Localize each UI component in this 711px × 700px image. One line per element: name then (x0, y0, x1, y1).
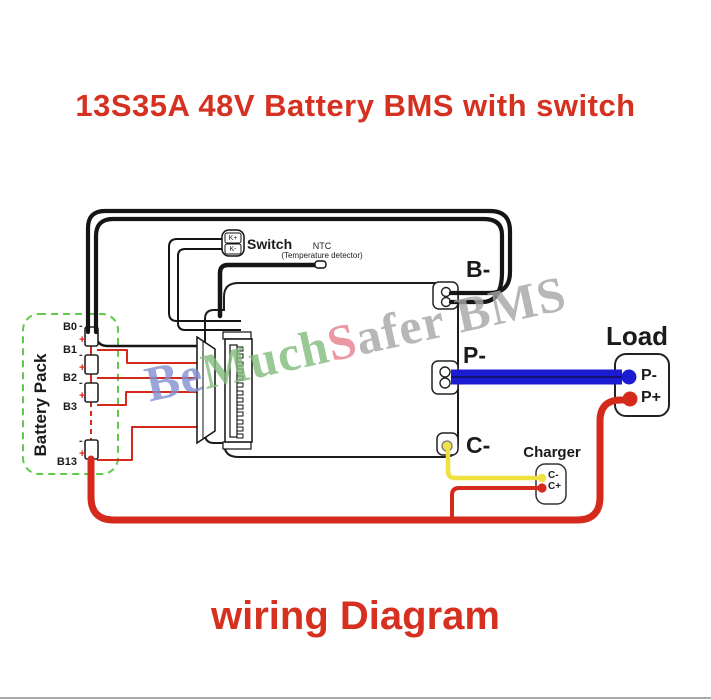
cell-label-b2: B2 (62, 372, 77, 384)
pin-connector (222, 331, 253, 450)
switch-wires (168, 238, 241, 331)
charger-label: Charger (523, 444, 581, 461)
load-p-minus-dot (621, 369, 637, 385)
footer-title: wiring Diagram (211, 594, 500, 638)
balance-wire-b13 (97, 426, 201, 461)
balance-wire-b1 (97, 349, 201, 364)
p-minus-hole-1 (439, 366, 451, 378)
charger-plus-branch (450, 486, 542, 522)
cell2-plus-mark: + (79, 362, 86, 374)
switch-kplus-label: K+ (228, 235, 238, 242)
charger-c-plus-label: C+ (548, 481, 562, 492)
balance-wire-b3 (97, 391, 201, 406)
balance-wire-b0 (94, 333, 201, 348)
load-p-plus-dot (622, 391, 638, 407)
charge-wire (445, 448, 542, 481)
cell3-plus-mark: + (79, 390, 86, 402)
load-label: Load (605, 321, 669, 351)
switch-kminus-terminal (224, 243, 242, 255)
switch-kplus-terminal (224, 232, 242, 244)
load-p-plus-label: P+ (641, 389, 662, 406)
b-minus-wire-outer (85, 208, 513, 335)
charger-c-plus-dot (537, 483, 547, 493)
bms-board (204, 281, 459, 458)
cell-label-b13: B13 (56, 456, 77, 468)
switch-kminus-label: K- (229, 246, 237, 253)
b-minus-wire-inner (93, 216, 505, 335)
charger-c-minus-dot (537, 473, 547, 483)
balance-wires (97, 349, 201, 461)
cell2-minus-mark: - (79, 349, 83, 361)
battery-cells (84, 326, 99, 460)
p-minus-label: P- (463, 342, 486, 368)
bms-board-body (204, 282, 459, 458)
page-title: 13S35A 48V Battery BMS with switch (75, 88, 636, 123)
p-minus-hole-2 (439, 377, 451, 389)
b-minus-label: B- (466, 256, 491, 282)
cell-label-b3: B3 (62, 401, 77, 413)
ntc-sublabel: (Temperature detector) (281, 251, 363, 260)
harness-plug (196, 335, 216, 445)
battery-pack-label: Battery Pack (31, 353, 50, 457)
b-minus-wires (85, 208, 513, 335)
connector-pins (236, 346, 244, 439)
load-p-minus-label: P- (641, 367, 657, 384)
switch-wire-kminus (177, 248, 241, 331)
charger-box (535, 463, 567, 505)
cell4-minus-mark: - (79, 435, 83, 447)
cell1-minus-mark: - (79, 320, 83, 332)
switch-body (221, 229, 245, 257)
cell-3 (84, 382, 99, 403)
cell3-minus-mark: - (79, 377, 83, 389)
cell4-plus-mark: + (79, 448, 86, 460)
cell1-plus-mark: + (79, 334, 86, 346)
c-minus-pad (436, 432, 459, 456)
ntc-sensor-tip (314, 260, 327, 269)
cell-label-b1: B1 (62, 344, 77, 356)
cell-2 (84, 354, 99, 375)
p-plus-wire (87, 396, 632, 524)
bottom-divider (0, 697, 711, 699)
switch-wire-kplus (168, 238, 241, 322)
switch-label: Switch (247, 236, 293, 252)
c-minus-label: C- (466, 432, 491, 458)
charger-c-minus-label: C- (548, 470, 559, 481)
ntc-label: NTC (312, 241, 332, 251)
cell-label-b0: B0 (62, 321, 77, 333)
ntc-wire (217, 260, 327, 319)
